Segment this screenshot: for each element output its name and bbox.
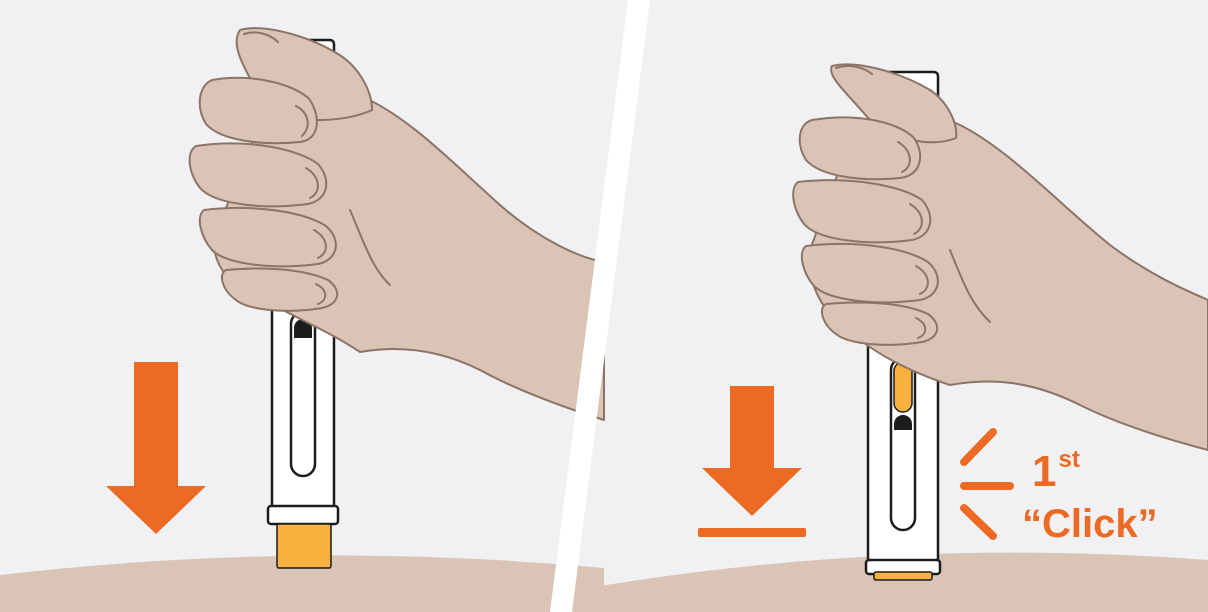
- click-word: “Click”: [1022, 504, 1158, 544]
- click-step-number: 1st: [1032, 450, 1080, 494]
- pen-collar: [268, 506, 338, 524]
- arrow-stop-line: [698, 528, 806, 537]
- click-ordinal-suffix: st: [1058, 446, 1079, 473]
- needle-cover: [277, 524, 331, 568]
- click-number: 1: [1032, 447, 1056, 496]
- needle-cover-retracted: [874, 572, 932, 580]
